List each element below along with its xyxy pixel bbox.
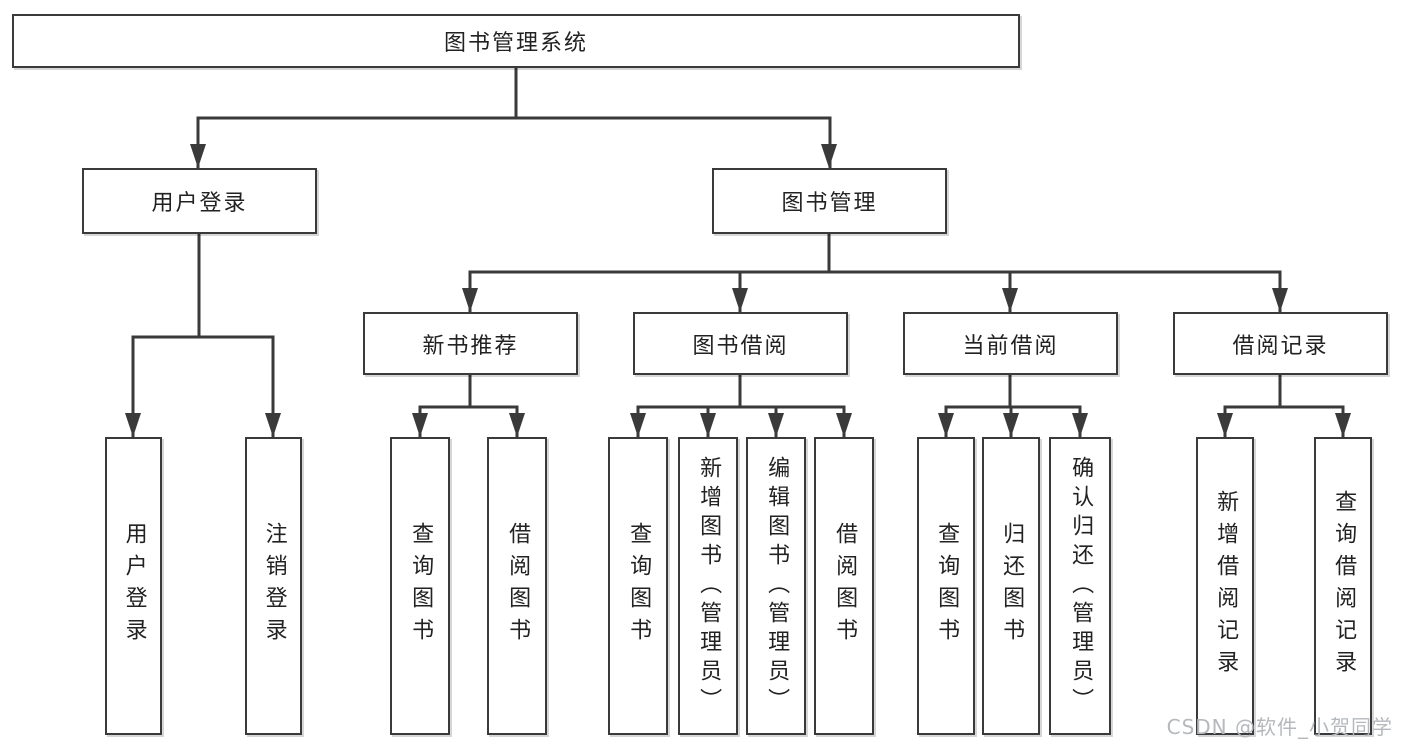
- node-user-login-label: 用户登录: [151, 191, 248, 216]
- leaf-borrow-books-recommend-label: 借阅图书: [505, 522, 531, 650]
- watermark: CSDN @软件_小贺同学: [1166, 715, 1393, 739]
- leaf-edit-books-admin-label: 编辑图书（管理员）: [764, 455, 790, 717]
- node-book-management: 图书管理: [712, 168, 947, 234]
- leaf-borrow-books-recommend: 借阅图书: [487, 437, 547, 735]
- leaf-logout: 注销登录: [245, 437, 302, 735]
- leaf-edit-books-admin: 编辑图书（管理员）: [746, 437, 806, 735]
- node-borrowing-records-label: 借阅记录: [1232, 333, 1329, 359]
- leaf-query-books-current: 查询图书: [917, 437, 975, 735]
- leaf-add-borrow-record: 新增借阅记录: [1196, 437, 1254, 735]
- leaf-query-books-recommend-label: 查询图书: [408, 522, 434, 650]
- leaf-borrow-books-borrowing: 借阅图书: [814, 437, 874, 735]
- leaf-query-books-borrowing-label: 查询图书: [626, 522, 652, 650]
- node-user-login: 用户登录: [82, 168, 317, 234]
- node-book-borrowing: 图书借阅: [633, 312, 848, 375]
- leaf-query-borrow-record-label: 查询借阅记录: [1331, 490, 1357, 682]
- node-book-borrowing-label: 图书借阅: [692, 333, 789, 359]
- leaf-borrow-books-borrowing-label: 借阅图书: [832, 522, 858, 650]
- node-new-book-recommend: 新书推荐: [363, 312, 578, 375]
- leaf-return-books: 归还图书: [982, 437, 1040, 735]
- connector-lines: [131, 68, 1345, 437]
- node-book-management-label: 图书管理: [781, 191, 878, 216]
- node-current-borrowing-label: 当前借阅: [962, 333, 1059, 359]
- leaf-user-login-label: 用户登录: [121, 522, 147, 650]
- leaf-query-books-current-label: 查询图书: [934, 522, 960, 650]
- node-new-book-recommend-label: 新书推荐: [422, 333, 519, 359]
- leaf-add-books-admin: 新增图书（管理员）: [678, 437, 738, 735]
- leaf-add-borrow-record-label: 新增借阅记录: [1213, 490, 1239, 682]
- leaf-query-books-recommend: 查询图书: [390, 437, 450, 735]
- leaf-confirm-return-admin: 确认归还（管理员）: [1049, 437, 1111, 735]
- node-borrowing-records: 借阅记录: [1173, 312, 1388, 375]
- leaf-logout-label: 注销登录: [261, 522, 287, 650]
- leaf-query-borrow-record: 查询借阅记录: [1314, 437, 1372, 735]
- leaf-user-login: 用户登录: [105, 437, 162, 735]
- node-root-label: 图书管理系统: [443, 31, 588, 56]
- node-current-borrowing: 当前借阅: [903, 312, 1118, 375]
- leaf-return-books-label: 归还图书: [999, 522, 1025, 650]
- leaf-query-books-borrowing: 查询图书: [608, 437, 668, 735]
- arrowheads: [125, 144, 1351, 437]
- node-root: 图书管理系统: [12, 14, 1020, 68]
- leaf-add-books-admin-label: 新增图书（管理员）: [696, 455, 722, 717]
- leaf-confirm-return-admin-label: 确认归还（管理员）: [1068, 455, 1094, 717]
